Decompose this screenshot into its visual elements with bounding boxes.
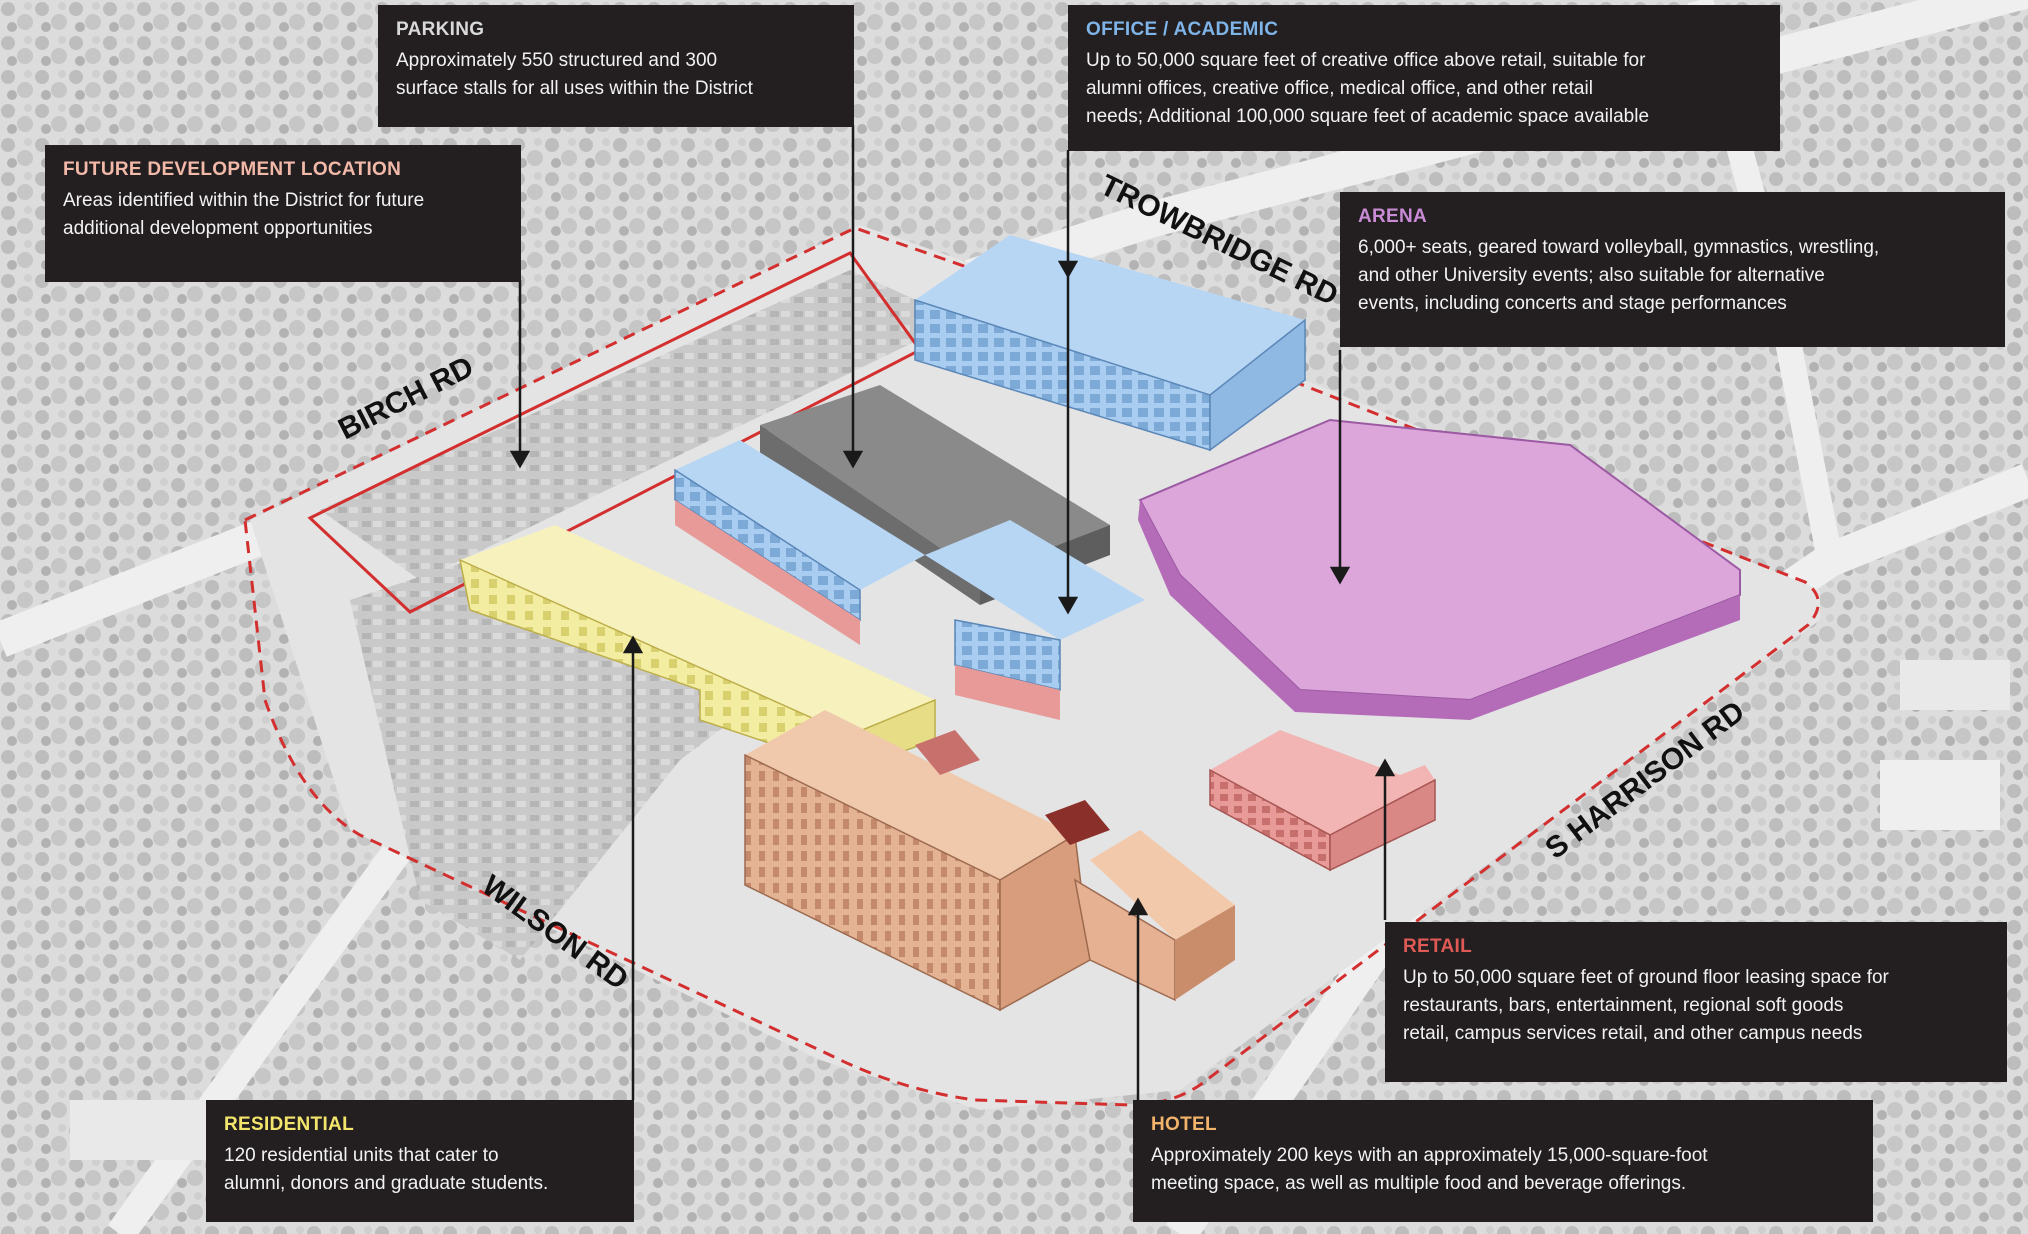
arena-callout-title: ARENA (1358, 206, 1428, 227)
arrowhead-parking (842, 450, 864, 469)
arena-facade (1138, 500, 1740, 720)
arena-callout-line: and other University events; also suitab… (1358, 265, 1825, 286)
arrowhead-residential (622, 635, 644, 654)
parking-structure-front (760, 425, 980, 605)
office-academic-callout-title: OFFICE / ACADEMIC (1086, 19, 1279, 40)
arena-callout: ARENA 6,000+ seats, geared toward volley… (1340, 192, 2005, 347)
residential-callout: RESIDENTIAL 120 residential units that c… (206, 1100, 634, 1222)
office-academic-callout: OFFICE / ACADEMIC Up to 50,000 square fe… (1068, 5, 1780, 151)
hotel-ballroom-side (1175, 905, 1235, 1000)
residential-callout-title: RESIDENTIAL (224, 1114, 354, 1135)
academic-building-wing-base (955, 665, 1060, 720)
office-academic-callout-line: alumni offices, creative office, medical… (1086, 78, 1593, 99)
future-development-callout-line: additional development opportunities (63, 218, 373, 239)
arrowhead-hotel (1127, 897, 1149, 916)
background-building (1900, 660, 2010, 710)
parking-callout-line: surface stalls for all uses within the D… (396, 78, 753, 99)
retail-callout-line: retail, campus services retail, and othe… (1403, 1023, 1863, 1044)
district-boundary (243, 226, 1820, 1107)
arena-callout-line: events, including concerts and stage per… (1358, 293, 1787, 314)
arrowhead-future (509, 450, 531, 469)
parking-callout: PARKING Approximately 550 structured and… (378, 5, 854, 127)
office-building-top (915, 235, 1305, 395)
retail-callout-line: Up to 50,000 square feet of ground floor… (1403, 967, 1889, 988)
hotel-annex (915, 730, 980, 775)
office-academic-callout-line: needs; Additional 100,000 square feet of… (1086, 106, 1650, 127)
hotel-ballroom-top (1090, 830, 1235, 940)
hotel-canopy (1045, 800, 1110, 845)
retail-callout: RETAIL Up to 50,000 square feet of groun… (1385, 922, 2007, 1082)
office-academic-callout-line: Up to 50,000 square feet of creative off… (1086, 50, 1646, 71)
academic-building-retail-base (675, 500, 860, 645)
hotel-callout-line: meeting space, as well as multiple food … (1151, 1173, 1687, 1194)
hotel-callout-line: Approximately 200 keys with an approxima… (1151, 1145, 1708, 1166)
future-development-callout-title: FUTURE DEVELOPMENT LOCATION (63, 159, 402, 180)
office-building-side (1209, 318, 1306, 452)
surface-parking-lot (320, 270, 960, 580)
residential-building-top (460, 525, 935, 735)
future-development-callout-line: Areas identified within the District for… (63, 190, 425, 211)
retail-callout-line: restaurants, bars, entertainment, region… (1403, 995, 1844, 1016)
retail-building-side (1329, 778, 1436, 872)
arrowhead-retail (1374, 758, 1396, 777)
background-building (70, 1100, 210, 1160)
hotel-tower-top (745, 710, 1075, 880)
residential-callout-line: 120 residential units that cater to (224, 1145, 499, 1166)
arrowhead-office-lower (1057, 596, 1079, 615)
academic-building-wing-top (925, 520, 1145, 640)
parking-callout-title: PARKING (396, 19, 485, 40)
background-building (1880, 760, 2000, 830)
hotel-callout-title: HOTEL (1151, 1114, 1217, 1135)
future-development-callout: FUTURE DEVELOPMENT LOCATION Areas identi… (45, 145, 521, 282)
academic-building-top (675, 440, 925, 590)
arena-callout-line: 6,000+ seats, geared toward volleyball, … (1358, 237, 1880, 258)
callout-leader-lines (509, 125, 1396, 1100)
parking-callout-line: Approximately 550 structured and 300 (396, 50, 718, 71)
hotel-callout: HOTEL Approximately 200 keys with an app… (1133, 1100, 1873, 1222)
arrowhead-arena (1329, 566, 1351, 585)
residential-callout-line: alumni, donors and graduate students. (224, 1173, 549, 1194)
retail-callout-title: RETAIL (1403, 936, 1472, 957)
